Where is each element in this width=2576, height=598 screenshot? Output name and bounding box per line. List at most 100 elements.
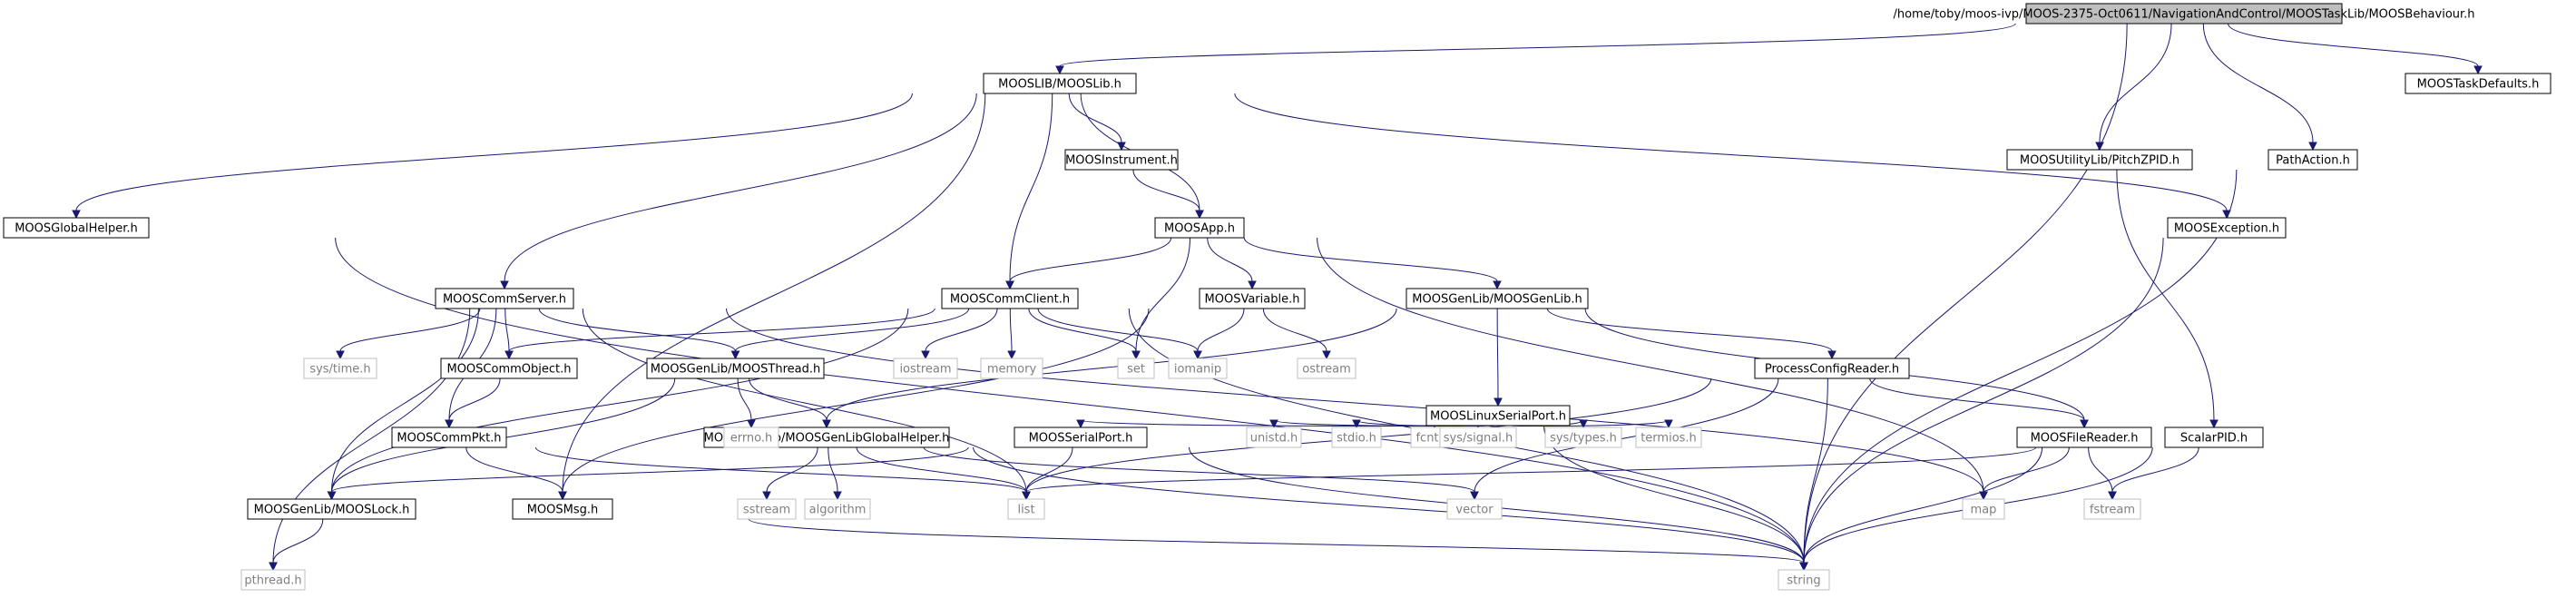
edge-ggh-to-algorithm xyxy=(828,446,842,501)
edge-app-to-client xyxy=(1005,237,1172,290)
node-box xyxy=(2016,426,2152,448)
edge-pcr-to-file xyxy=(1869,377,2089,429)
edge-app-to-genlib xyxy=(1243,237,1502,290)
edge-pcr-to-string xyxy=(1799,377,1828,572)
node-scalar[interactable]: ScalarPID.h xyxy=(2164,426,2264,448)
node-label: unistd.h xyxy=(1250,432,1298,446)
node-box xyxy=(983,73,1137,94)
node-label: MOOSGlobalHelper.h xyxy=(15,222,138,236)
node-box xyxy=(1154,217,1245,239)
node-lock[interactable]: MOOSGenLib/MOOSLock.h xyxy=(247,498,416,520)
node-genlib[interactable]: MOOSGenLib/MOOSGenLib.h xyxy=(1406,288,1589,309)
node-box xyxy=(1778,569,1830,591)
node-label: sys/signal.h xyxy=(1444,432,1513,446)
node-box xyxy=(1544,426,1622,448)
edge-client-to-commobj xyxy=(504,308,935,360)
node-tdef[interactable]: MOOSTaskDefaults.h xyxy=(2405,73,2552,94)
node-label: iomanip xyxy=(1174,363,1221,377)
edge-pitch-to-scalar xyxy=(2116,169,2218,429)
node-box xyxy=(980,358,1043,379)
edge-server-to-map xyxy=(726,308,1988,501)
node-pitch[interactable]: MOOSUtilityLib/PitchZPID.h xyxy=(2006,149,2193,171)
node-label: MOOSFileReader.h xyxy=(2031,432,2139,446)
edge-pkt-to-list xyxy=(534,446,1031,501)
node-box xyxy=(737,498,797,520)
node-label: termios.h xyxy=(1641,432,1697,446)
node-termios: termios.h xyxy=(1635,426,1702,448)
edge-client-to-iomanip xyxy=(1037,308,1202,360)
node-stdio: stdio.h xyxy=(1331,426,1382,448)
node-pcr[interactable]: ProcessConfigReader.h xyxy=(1754,358,1910,379)
node-box xyxy=(2405,73,2552,94)
node-box xyxy=(1425,405,1571,426)
node-ostream: ostream xyxy=(1297,358,1357,379)
node-label: MOOSCommClient.h xyxy=(950,293,1070,307)
node-label: stdio.h xyxy=(1337,432,1376,446)
node-box xyxy=(2006,149,2193,171)
edge-var-to-iomanip xyxy=(1193,308,1245,360)
node-label: ostream xyxy=(1302,363,1351,377)
node-root[interactable]: /home/toby/moos-ivp/MOOS-2375-Oct0611/Na… xyxy=(1893,3,2475,25)
edge-var-to-ostream xyxy=(1262,308,1331,360)
edge-file-to-string xyxy=(1799,446,2043,572)
node-glob[interactable]: MOOSGlobalHelper.h xyxy=(3,217,150,239)
edge-thread-to-errno xyxy=(737,377,756,429)
edge-client-to-memory xyxy=(1007,308,1016,360)
node-box xyxy=(303,358,377,379)
node-signal: sys/signal.h xyxy=(1439,426,1517,448)
node-box xyxy=(2025,3,2343,25)
edge-mooslib-to-glob xyxy=(72,93,913,220)
node-mooslib[interactable]: MOOSLIB/MOOSLib.h xyxy=(983,73,1137,94)
node-server[interactable]: MOOSCommServer.h xyxy=(435,288,574,309)
edge-glob-to-string xyxy=(335,237,1808,572)
node-linux[interactable]: MOOSLinuxSerialPort.h xyxy=(1425,405,1571,426)
edge-pkt-to-msg xyxy=(465,446,567,501)
node-exc[interactable]: MOOSException.h xyxy=(2167,217,2287,239)
edge-root-to-string xyxy=(1799,23,2128,572)
node-label: pthread.h xyxy=(244,574,301,588)
node-label: PathAction.h xyxy=(2276,154,2350,168)
node-label: MOOSLIB/MOOSLib.h xyxy=(998,78,1121,92)
node-label: ScalarPID.h xyxy=(2180,432,2248,446)
node-thread[interactable]: MOOSGenLib/MOOSThread.h xyxy=(646,358,825,379)
node-box xyxy=(2267,149,2358,171)
node-label: MOOSSerialPort.h xyxy=(1029,432,1133,446)
edge-scalar-to-fstream xyxy=(2108,446,2199,501)
edge-commobj-to-pkt xyxy=(445,377,501,429)
node-msg[interactable]: MOOSMsg.h xyxy=(512,498,613,520)
edge-server-to-systime xyxy=(336,308,481,360)
node-systime: sys/time.h xyxy=(303,358,377,379)
node-instr[interactable]: MOOSInstrument.h xyxy=(1064,149,1179,171)
node-app[interactable]: MOOSApp.h xyxy=(1154,217,1245,239)
edge-client-to-iostream xyxy=(921,308,998,360)
node-label: sys/time.h xyxy=(309,363,370,377)
node-commobj[interactable]: MOOSCommObject.h xyxy=(440,358,578,379)
node-file[interactable]: MOOSFileReader.h xyxy=(2016,426,2152,448)
edge-serial-to-lock xyxy=(327,446,969,501)
edge-var-to-msg xyxy=(558,308,1150,501)
node-label: MOOSMsg.h xyxy=(527,504,599,517)
edge-genlib-to-linux xyxy=(1494,308,1503,407)
node-box xyxy=(1199,288,1306,309)
node-box xyxy=(512,498,613,520)
node-label: MOOSGenLib/MOOSThread.h xyxy=(651,363,821,377)
node-serial[interactable]: MOOSSerialPort.h xyxy=(1014,426,1148,448)
node-box xyxy=(1246,426,1302,448)
node-box xyxy=(3,217,150,239)
node-map: map xyxy=(1962,498,2005,520)
edge-thread-to-ggh xyxy=(749,377,831,429)
node-label: MOOSApp.h xyxy=(1164,222,1235,236)
edge-client-to-lock xyxy=(327,308,909,501)
node-var[interactable]: MOOSVariable.h xyxy=(1199,288,1306,309)
node-box xyxy=(1754,358,1910,379)
node-label: MOOSGenLib/MOOSGenLib.h xyxy=(1412,293,1582,307)
node-path[interactable]: PathAction.h xyxy=(2267,149,2358,171)
node-pkt[interactable]: MOOSCommPkt.h xyxy=(391,426,507,448)
node-box xyxy=(2083,498,2141,520)
node-vector: vector xyxy=(1446,498,1503,520)
node-box xyxy=(893,358,958,379)
edge-scalar-to-list xyxy=(1022,446,2037,501)
edge-serial-to-list xyxy=(1022,446,1073,501)
node-client[interactable]: MOOSCommClient.h xyxy=(941,288,1079,309)
node-label: sys/types.h xyxy=(1550,432,1617,446)
